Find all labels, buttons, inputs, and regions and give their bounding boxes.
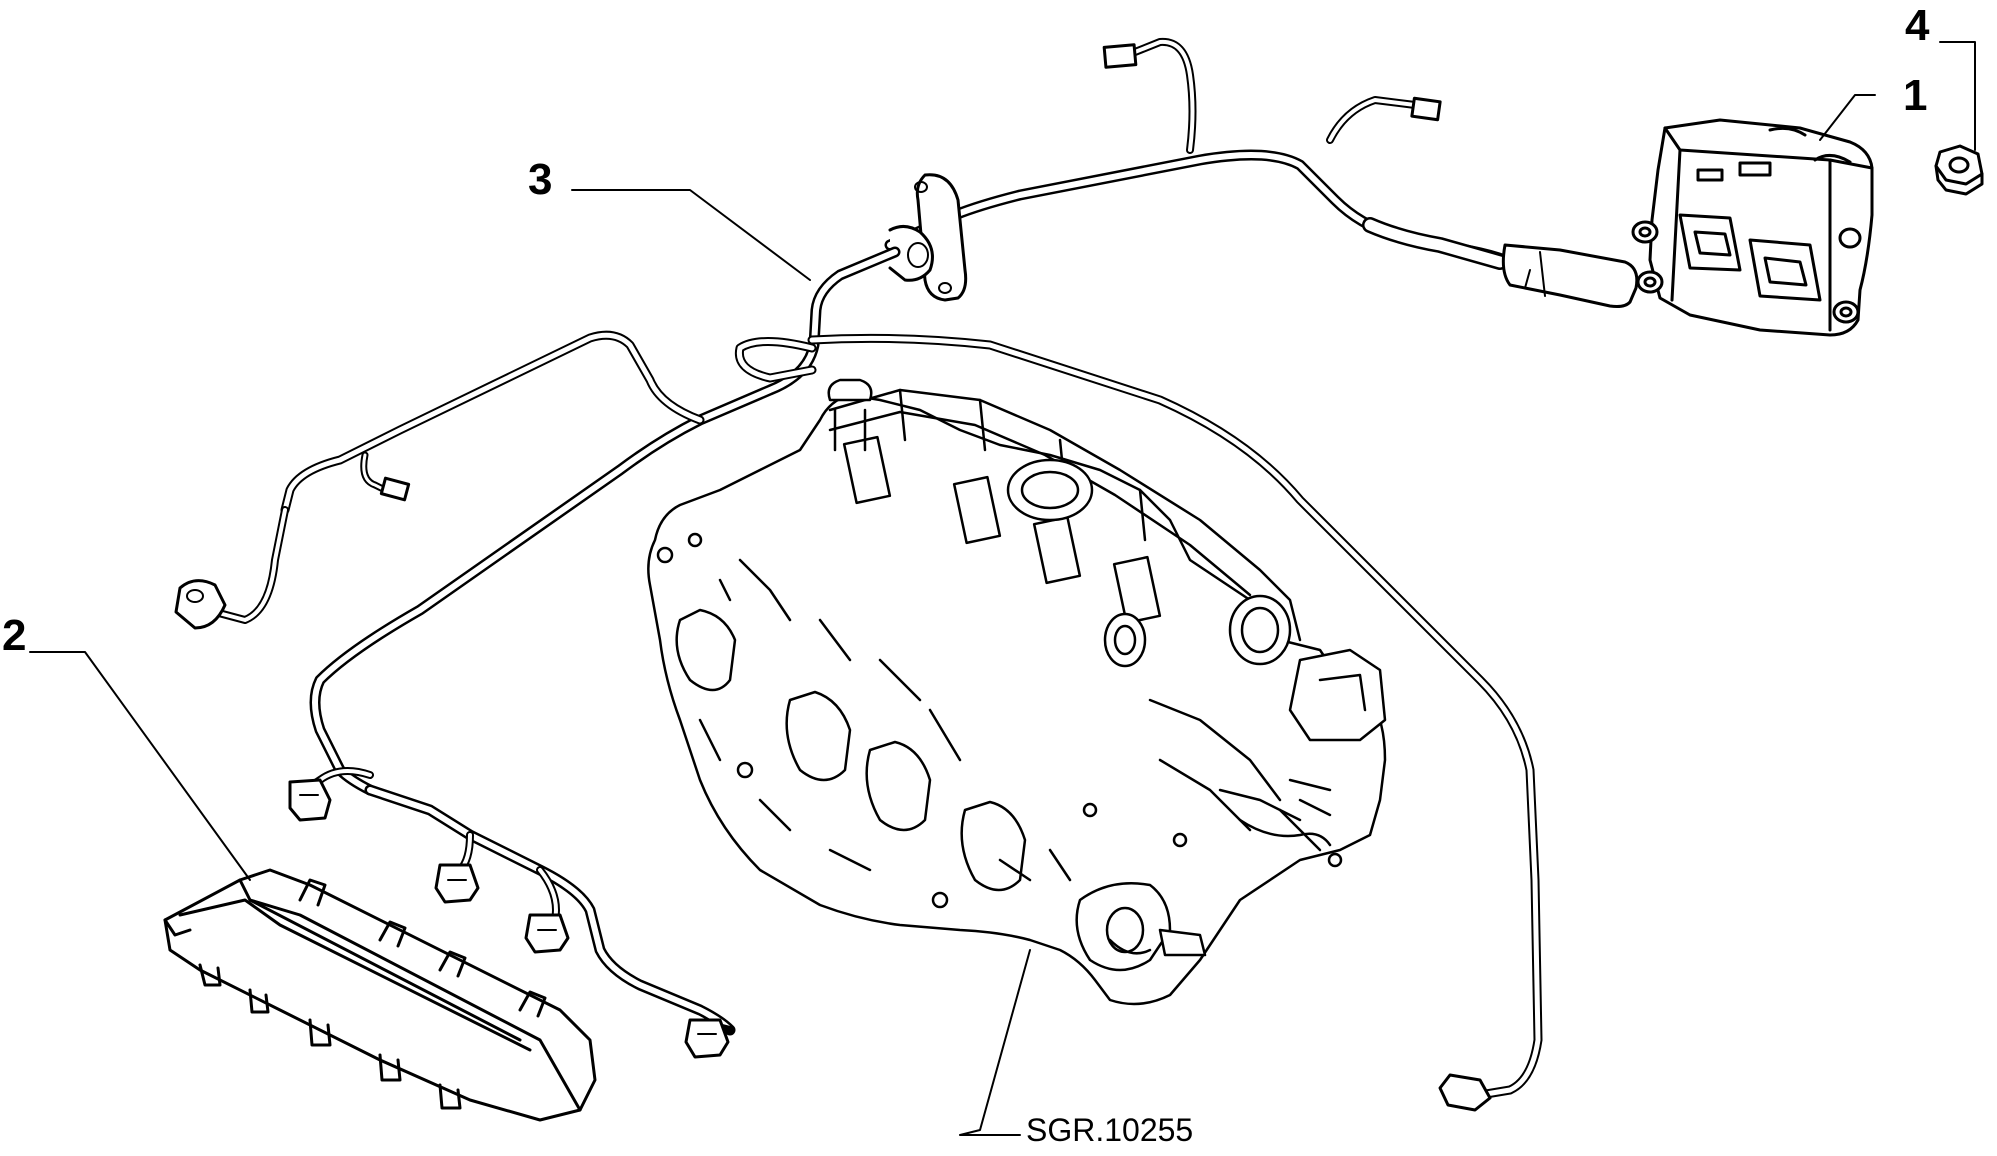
reference-code: SGR.10255 (1026, 1112, 1194, 1148)
callout-2: 2 (2, 611, 27, 660)
leader-lines (29, 41, 1976, 1136)
harness-cover (163, 868, 597, 1122)
wiring-harness (174, 37, 1639, 1112)
connector-bracket (1631, 118, 1874, 337)
callout-4: 4 (1905, 1, 1930, 50)
nut (1934, 144, 1984, 196)
callout-1: 1 (1903, 71, 1928, 120)
intake-manifold-assembly (647, 378, 1387, 1006)
callout-3: 3 (528, 155, 553, 204)
